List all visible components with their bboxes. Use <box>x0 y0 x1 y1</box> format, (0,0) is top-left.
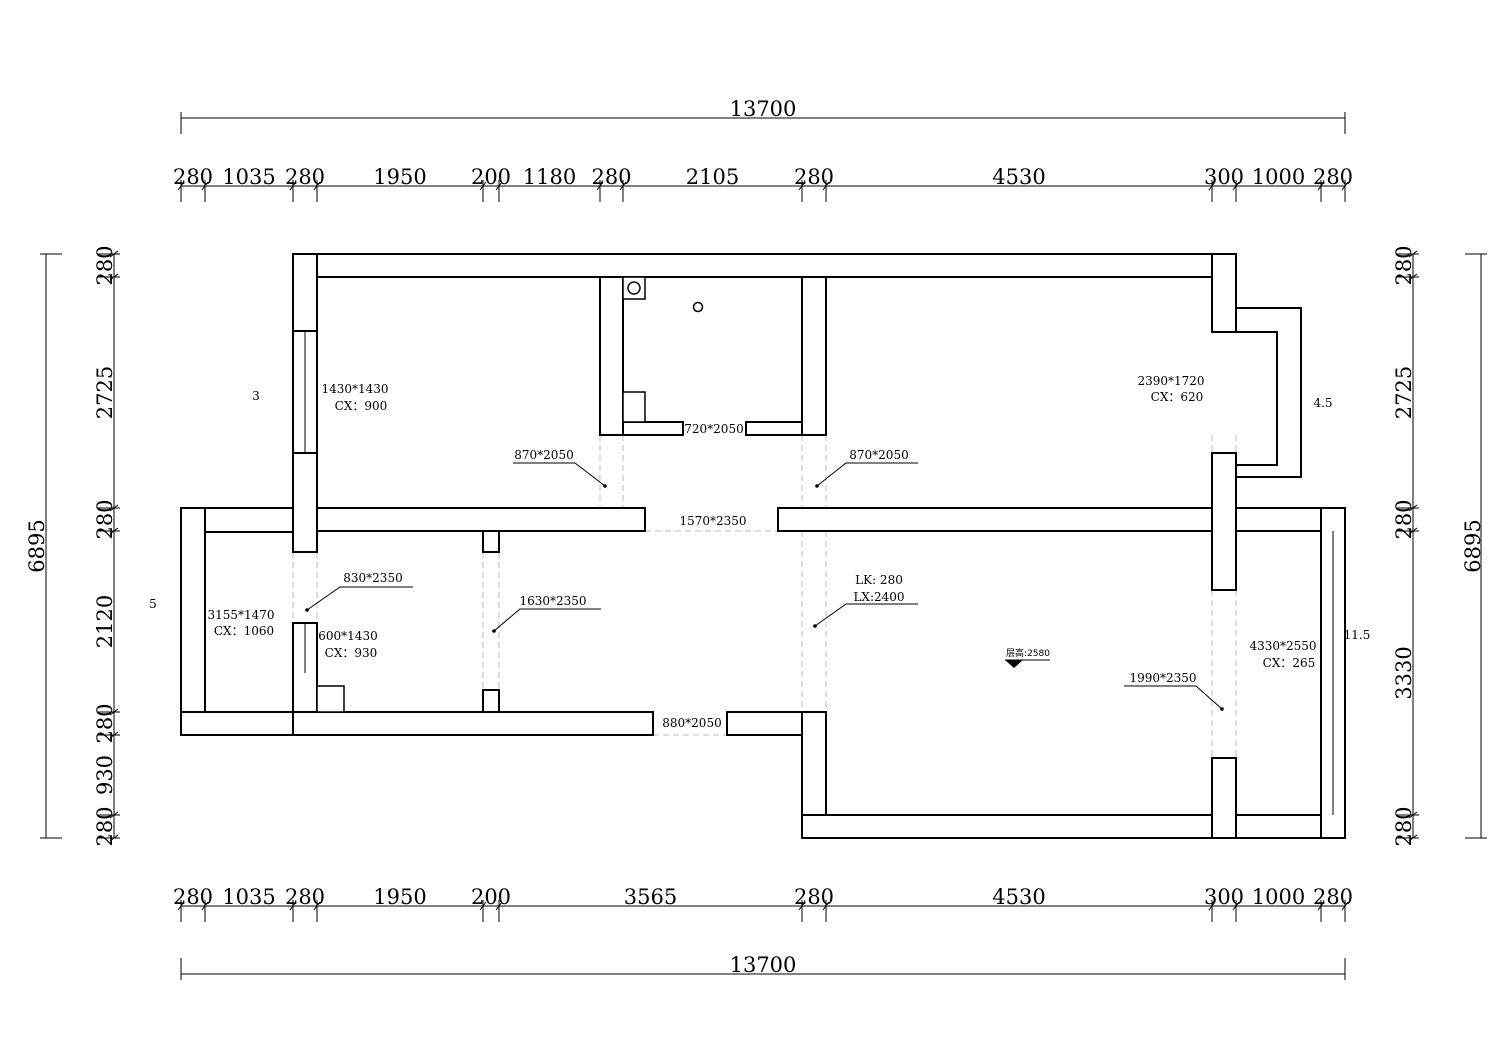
bottom-segment-label: 300 <box>1204 885 1244 909</box>
bottom-segment-label: 280 <box>1313 885 1353 909</box>
door-bedroom-right: 870*2050 <box>849 448 908 462</box>
side-number-left-lower: 5 <box>149 597 157 611</box>
top-segment-label: 280 <box>794 165 834 189</box>
bottom-overall-label: 13700 <box>730 953 797 977</box>
right-segment-label: 280 <box>1392 245 1416 285</box>
left-segment-dimension: 280 2725 280 2120 280 930 280 <box>93 245 120 847</box>
bottom-segment-dimension: 280 1035 280 1950 200 3565 280 4530 300 1000 280 <box>173 885 1353 922</box>
top-overall-dimension: 13700 <box>180 97 1346 134</box>
side-number-left-upper: 3 <box>252 389 260 403</box>
left-overall-label: 6895 <box>25 519 49 572</box>
top-segment-label: 300 <box>1204 165 1244 189</box>
bottom-segment-label: 4530 <box>992 885 1045 909</box>
top-segment-dimension: 280 1035 280 1950 200 1180 280 2105 280 4530 300 10… <box>173 165 1353 202</box>
bottom-segment-label: 200 <box>471 885 511 909</box>
top-segment-label: 1000 <box>1252 165 1305 189</box>
right-overall-dimension: 6895 <box>1461 253 1487 839</box>
door-entry: 880*2050 <box>662 716 721 730</box>
opening-balcony: 1990*2350 <box>1129 671 1196 685</box>
bottom-segment-label: 1950 <box>373 885 426 909</box>
top-segment-label: 280 <box>591 165 631 189</box>
right-segment-label: 280 <box>1392 806 1416 846</box>
room-labels: 3 5 4.5 11.5 1430*1430 CX：900 2390*1720 … <box>149 374 1370 730</box>
window-size-bedroom-right: 2390*1720 <box>1137 374 1204 388</box>
top-segment-label: 1180 <box>523 165 576 189</box>
left-segment-label: 280 <box>93 499 117 539</box>
opening-corridor: 1570*2350 <box>679 514 746 528</box>
bath-shaft-fixture <box>316 685 345 713</box>
window-sill-bedroom-right: CX：620 <box>1151 390 1204 404</box>
top-segment-label: 200 <box>471 165 511 189</box>
right-segment-dimension: 280 2725 280 3330 280 <box>1392 245 1419 847</box>
top-segment-label: 1035 <box>222 165 275 189</box>
top-segment-label: 1950 <box>373 165 426 189</box>
left-segment-label: 280 <box>93 245 117 285</box>
left-segment-label: 280 <box>93 806 117 846</box>
window-size-bedroom-left: 1430*1430 <box>321 382 388 396</box>
right-overall-label: 6895 <box>1461 519 1485 572</box>
top-segment-label: 280 <box>173 165 213 189</box>
shaft-fixture <box>622 391 646 423</box>
leader-lines <box>305 462 1224 711</box>
door-bath: 830*2350 <box>343 571 402 585</box>
bottom-segment-label: 280 <box>173 885 213 909</box>
opening-hall: 1630*2350 <box>519 594 586 608</box>
bottom-segment-label: 280 <box>794 885 834 909</box>
fixtures <box>316 276 1050 713</box>
right-segment-label: 2725 <box>1392 366 1416 419</box>
left-segment-label: 930 <box>93 755 117 795</box>
top-segment-label: 280 <box>1313 165 1353 189</box>
beam-lx: LX:2400 <box>853 590 904 604</box>
side-number-right-lower: 11.5 <box>1344 628 1371 642</box>
bottom-overall-dimension: 13700 <box>180 953 1346 980</box>
top-segment-label: 4530 <box>992 165 1045 189</box>
bottom-segment-label: 280 <box>285 885 325 909</box>
side-number-right-upper: 4.5 <box>1313 396 1332 410</box>
window-size-bath: 600*1430 <box>318 629 377 643</box>
left-segment-label: 280 <box>93 703 117 743</box>
bottom-segment-label: 3565 <box>624 885 677 909</box>
window-size-living-east: 4330*2550 <box>1249 639 1316 653</box>
left-segment-label: 2725 <box>93 366 117 419</box>
door-utility: 720*2050 <box>684 422 743 436</box>
bottom-segment-label: 1000 <box>1252 885 1305 909</box>
walls <box>180 253 1346 839</box>
top-segment-label: 2105 <box>686 165 739 189</box>
left-segment-label: 2120 <box>93 595 117 648</box>
top-overall-label: 13700 <box>730 97 797 121</box>
window-sill-west-room: CX：1060 <box>214 624 274 638</box>
bottom-segment-label: 1035 <box>222 885 275 909</box>
top-segment-label: 280 <box>285 165 325 189</box>
right-segment-label: 3330 <box>1392 646 1416 699</box>
ceiling-height-label: 层高:2580 <box>1006 647 1050 659</box>
window-sill-living-east: CX：265 <box>1263 656 1316 670</box>
right-segment-label: 280 <box>1392 499 1416 539</box>
window-size-west-room: 3155*1470 <box>207 608 274 622</box>
left-overall-dimension: 6895 <box>25 253 62 839</box>
door-bedroom-left: 870*2050 <box>514 448 573 462</box>
window-sill-bedroom-left: CX：900 <box>335 399 388 413</box>
level-marker-icon <box>1005 660 1023 668</box>
window-sill-bath: CX：930 <box>325 646 378 660</box>
beam-lk: LK: 280 <box>855 573 903 587</box>
floor-drain-fixture <box>692 301 704 313</box>
